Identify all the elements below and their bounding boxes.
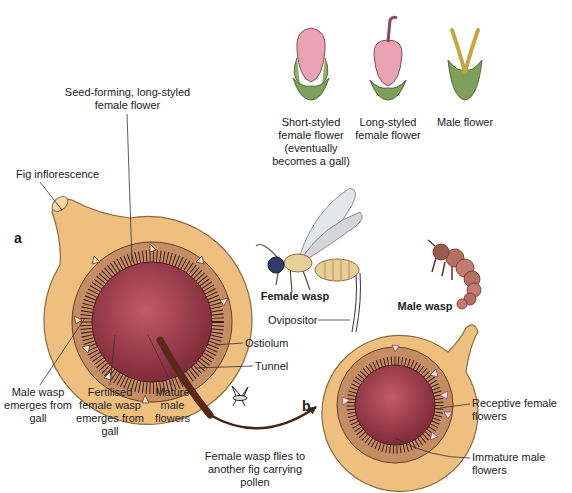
part-label: Immature male flowers <box>472 451 572 477</box>
male-wasp-figure <box>428 240 481 309</box>
short-styled-flower <box>293 28 329 100</box>
flower-label: Short-styled female flower (eventually b… <box>268 116 354 168</box>
part-label: Fig inflorescence <box>16 168 126 181</box>
flower-label: Long-styled female flower <box>352 116 424 142</box>
flight-arrow <box>210 407 316 428</box>
caption-note: Female wasp flies to another fig carryin… <box>200 450 310 489</box>
part-label: Receptive female flowers <box>472 397 572 423</box>
stage-label: Fertilised female wasp emerges from gall <box>73 386 147 438</box>
part-label: Tunnel <box>255 360 315 373</box>
stage-label: Mature male flowers <box>145 386 200 425</box>
female-wasp <box>256 188 362 332</box>
wasp-label: Female wasp <box>250 290 340 303</box>
flying-wasp <box>232 386 248 406</box>
part-label: Ovipositor <box>268 314 338 327</box>
fig-b <box>322 325 478 492</box>
flower-label: Male flower <box>430 116 500 129</box>
panel-letter: b <box>302 400 318 413</box>
male-flower-icon <box>448 30 482 100</box>
long-styled-flower <box>370 17 406 100</box>
part-label: Ostiolum <box>245 337 315 350</box>
panel-letter: a <box>14 232 30 245</box>
part-label: Seed-forming, long-styled female flower <box>60 86 195 112</box>
fig-a <box>44 194 252 425</box>
wasp-label: Male wasp <box>385 300 465 313</box>
stage-label: Male wasp emerges from gall <box>2 386 74 425</box>
leader-lines <box>40 114 470 458</box>
